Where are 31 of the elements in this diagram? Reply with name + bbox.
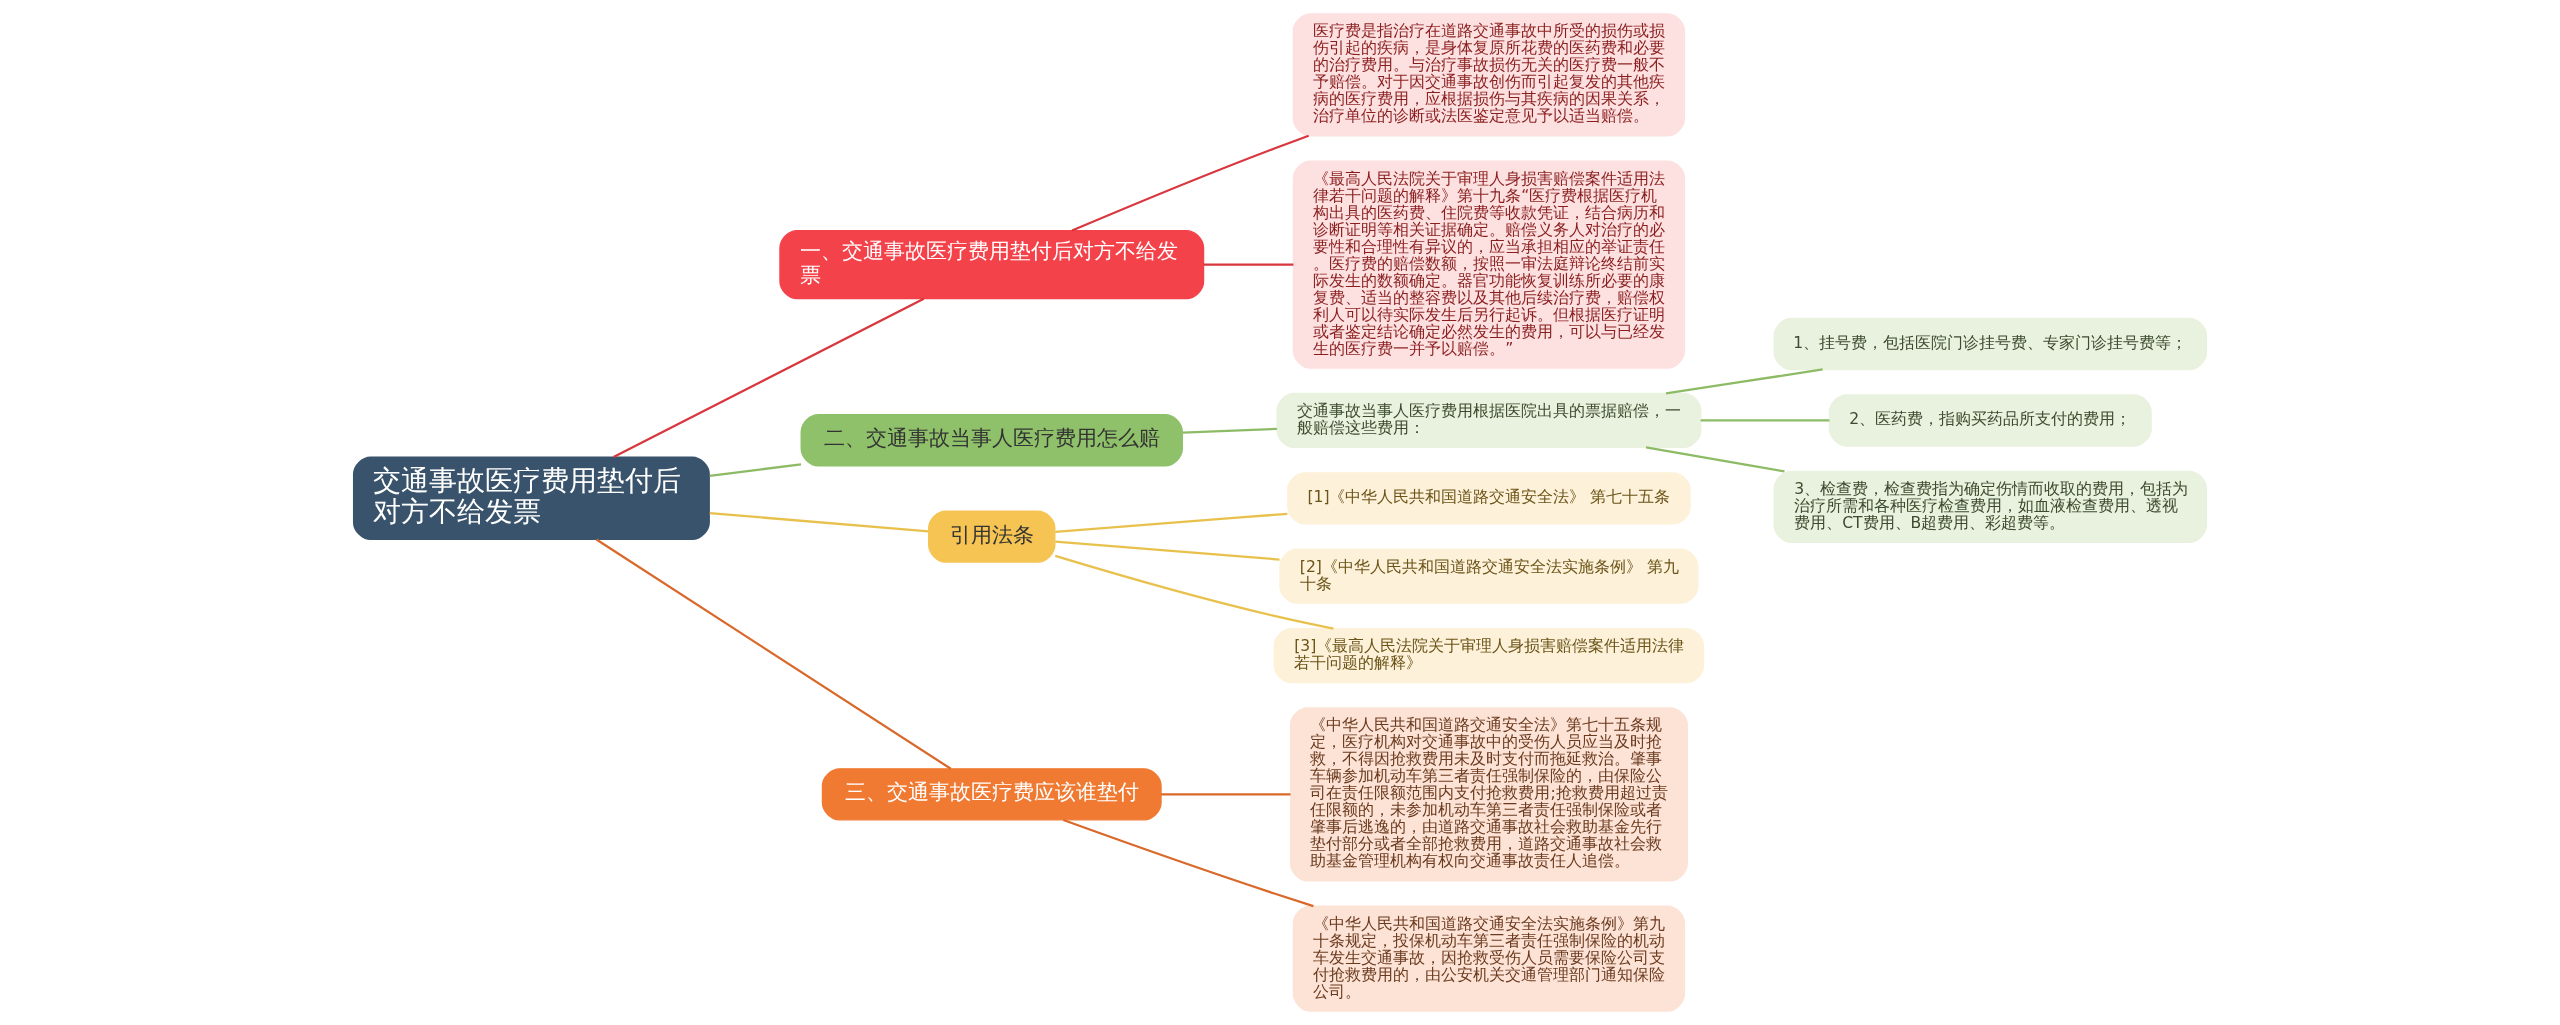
connector [1063,819,1314,908]
connector [1665,368,1823,395]
node-box: [1]《中华人民共和国道路交通安全法》 第七十五条 [1287,472,1691,525]
connector [1054,554,1334,630]
node-box: 《中华人民共和国道路交通安全法》第七十五条规定，医疗机构对交通事故中的受伤人员应当及时抢救，不得因抢救费用未及时支付而拖延救治。肇事车辆参加机动车第三者责任强制保险的，由保险公司在责任限额范围内支付抢救费用;抢救费用超过责任限额的，未参加机动车第三者责任强制保险或者肇事后逃逸的，由道路交通事故社会救助基金先行垫付部分或者全部抢救费用，道路交通事故社会救助基金管理机构有权向交通事故责任人追偿。 [1289,707,1688,882]
connector [1700,419,1830,422]
node-box: 3、检查费，检查费指为确定伤情而收取的费用，包括为治疗所需和各种医疗检查费用，如血液检查费用、透视费用、CT费用、B超费用、彩超费等。 [1773,470,2208,543]
node-box: 交通事故医疗费用垫付后对方不给发票 [352,456,710,541]
connector [709,512,929,533]
node-box: 引用法条 [928,510,1056,563]
connector [595,538,952,770]
connector [1071,134,1310,232]
connector [1161,793,1291,796]
node-box: 一、交通事故医疗费用垫付后对方不给发票 [779,229,1205,300]
node-box: 二、交通事故当事人医疗费用怎么赔 [800,414,1183,467]
node-box: 交通事故当事人医疗费用根据医院出具的票据赔偿，一般赔偿这些费用： [1276,392,1702,449]
connector [613,297,925,459]
node-box: 《最高人民法院关于审理人身损害赔偿案件适用法律若干问题的解释》第十九条“医疗费根据医疗机构出具的医药费、住院费等收款凭证，结合病历和诊断证明等相关证据确定。赔偿义务人对治疗的必要性和合理性有异议的，应当承担相应的举证责任。医疗费的赔偿数额，按照一审法庭辩论终结前实际发生的数额确定。器官功能恢复训练所必要的康复费、适当的整容费以及其他后续治疗费，赔偿权利人可以待实际发生后另行起诉。但根据医疗证明或者鉴定结论确定必然发生的费用，可以与已经发生的医疗费一并予以赔偿。” [1292,160,1686,369]
connector [1645,446,1785,473]
connector [1203,263,1294,266]
node-box: 1、挂号费，包括医院门诊挂号费、专家门诊挂号费等； [1773,317,2208,371]
node-box: 《中华人民共和国道路交通安全法实施条例》第九十条规定，投保机动车第三者责任强制保险的机动车发生交通事故，因抢救受伤人员需要保险公司支付抢救费用的，由公安机关交通管理部门通知保险公司。 [1292,905,1686,1012]
node-box: [2]《中华人民共和国道路交通安全法实施条例》 第九十条 [1279,548,1699,604]
node-box: 三、交通事故医疗费应该谁垫付 [821,768,1162,821]
node-box: [3]《最高人民法院关于审理人身损害赔偿案件适用法律若干问题的解释》 [1273,627,1705,684]
connector [1055,512,1288,533]
connector [1055,540,1280,561]
connector [709,463,802,477]
connector [1182,427,1277,434]
node-box: 医疗费是指治疗在道路交通事故中所受的损伤或损伤引起的疾病，是身体复原所花费的医药费和必要的治疗费用。与治疗事故损伤无关的医疗费一般不予赔偿。对于因交通事故创伤而引起复发的其他疾病的医疗费用，应根据损伤与其疾病的因果关系，治疗单位的诊断或法医鉴定意见予以适当赔偿。 [1292,13,1686,137]
node-box: 2、医药费，指购买药品所支付的费用； [1828,394,2152,447]
